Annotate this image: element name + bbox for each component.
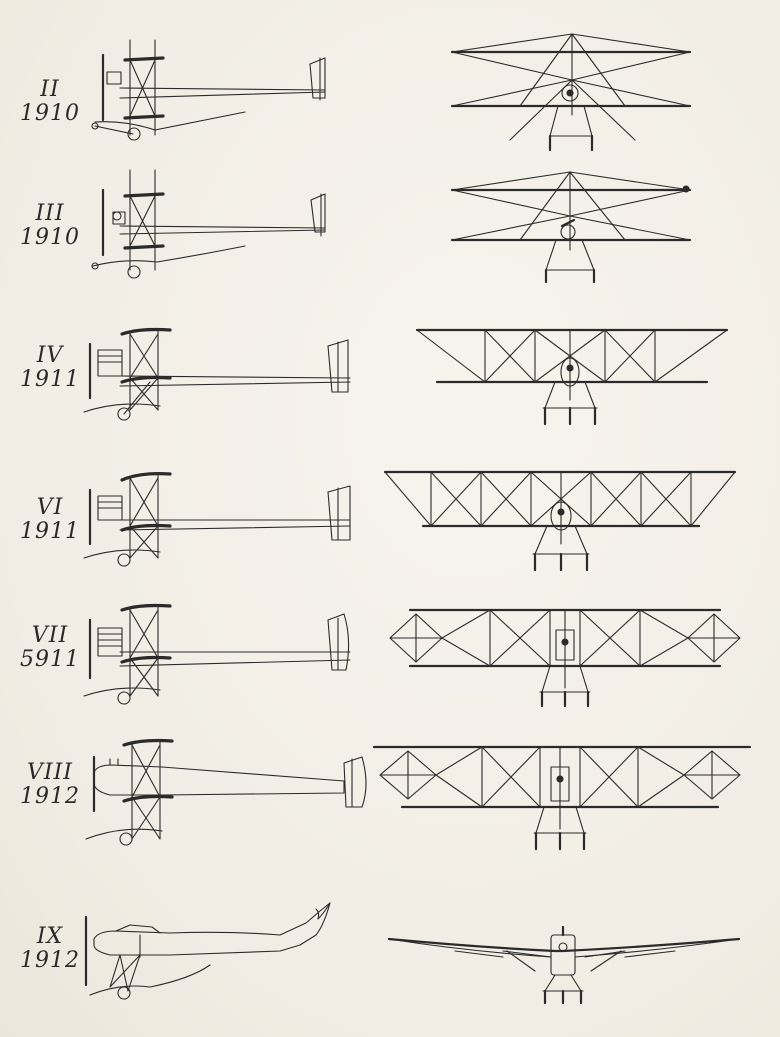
side-view-drawing xyxy=(83,472,351,567)
aircraft-roman-numeral: VIII xyxy=(27,760,73,785)
side-view-drawing xyxy=(85,738,367,846)
side-view-drawing xyxy=(84,902,331,1000)
aircraft-roman-numeral: VI xyxy=(36,495,64,520)
side-view-drawing xyxy=(83,327,351,421)
aircraft-year: 1912 xyxy=(20,784,80,809)
aircraft-roman-numeral: III xyxy=(35,201,65,226)
aircraft-label: VI 1911 xyxy=(20,496,80,544)
aircraft-year: 1910 xyxy=(20,101,80,126)
aircraft-year: 5911 xyxy=(20,647,80,672)
aircraft-roman-numeral: II xyxy=(40,77,60,102)
aircraft-year: 1911 xyxy=(20,367,80,392)
aircraft-label: III 1910 xyxy=(20,202,80,250)
aircraft-year: 1911 xyxy=(20,519,80,544)
aircraft-label: VII 5911 xyxy=(20,624,80,672)
aircraft-label: VIII 1912 xyxy=(20,761,80,809)
aircraft-year: 1910 xyxy=(20,225,80,250)
side-view-drawing xyxy=(91,169,326,279)
front-view-drawing xyxy=(450,33,692,152)
aircraft-label: II 1910 xyxy=(20,78,80,126)
side-view-drawing xyxy=(83,603,351,705)
aircraft-label: IX 1912 xyxy=(20,925,80,973)
front-view-drawing xyxy=(389,608,741,708)
front-view-drawing xyxy=(372,745,752,851)
front-view-drawing xyxy=(450,171,692,284)
aircraft-roman-numeral: IX xyxy=(36,924,64,949)
aircraft-label: IV 1911 xyxy=(20,344,80,392)
front-view-drawing xyxy=(387,925,741,1005)
aircraft-roman-numeral: IV xyxy=(36,343,64,368)
side-view-drawing xyxy=(91,39,326,141)
aircraft-roman-numeral: VII xyxy=(31,623,69,648)
front-view-drawing xyxy=(415,328,729,426)
aircraft-year: 1912 xyxy=(20,948,80,973)
front-view-drawing xyxy=(383,470,737,572)
